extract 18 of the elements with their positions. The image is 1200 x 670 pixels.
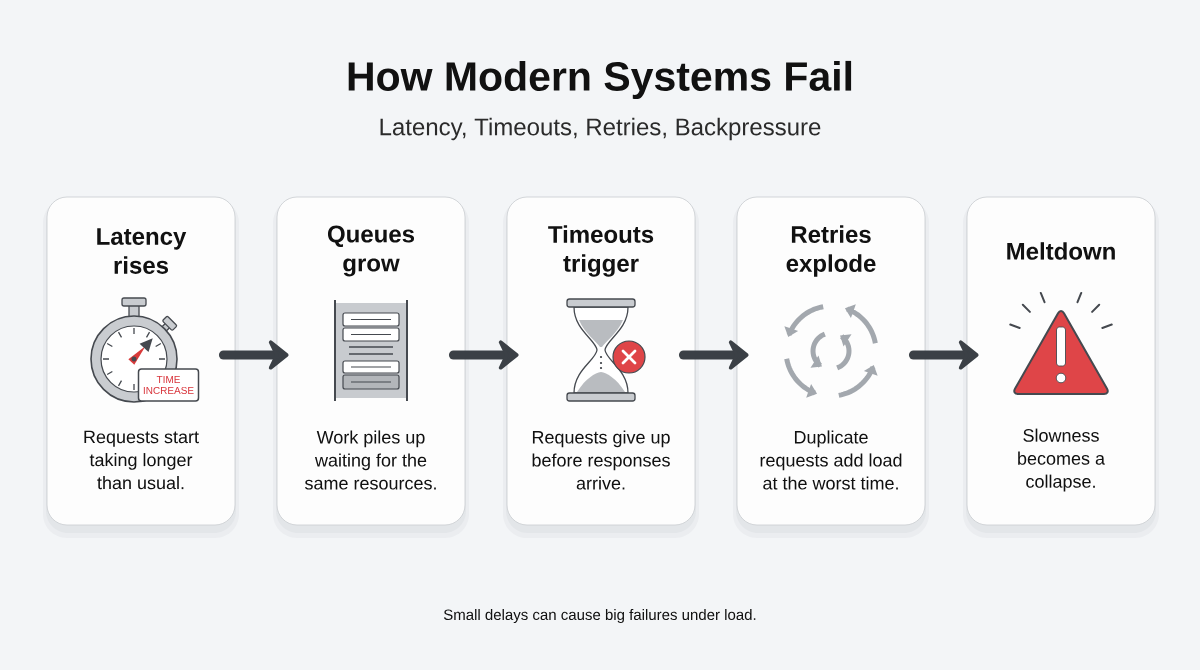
arrow [908, 340, 979, 370]
card-text: Slowness becomes a collapse. [1018, 428, 1105, 492]
card-text: Duplicate requests add load at the worst time. [760, 430, 902, 490]
arrow [448, 340, 519, 370]
card-text: Work piles up waiting for the same resources. [305, 430, 436, 490]
card-heading: Timeouts trigger [548, 225, 654, 277]
arrow [218, 340, 289, 370]
caption: Small delays can cause big failures under load. [443, 609, 756, 623]
card-text: Requests start taking longer than usual. [84, 430, 199, 490]
title: How Modern Systems Fail [348, 60, 852, 100]
subtitle: Latency, Timeouts, Retries, Backpressure [380, 117, 821, 141]
card-heading: Meltdown [1007, 242, 1115, 260]
card-text: Requests give up before responses arrive. [532, 430, 670, 490]
time-badge: TIME INCREASE [137, 368, 200, 402]
card-heading: Retries explode [786, 225, 876, 277]
card-heading: Queues grow [328, 225, 415, 277]
arrow [678, 340, 749, 370]
card-heading: Latency rises [97, 228, 187, 274]
